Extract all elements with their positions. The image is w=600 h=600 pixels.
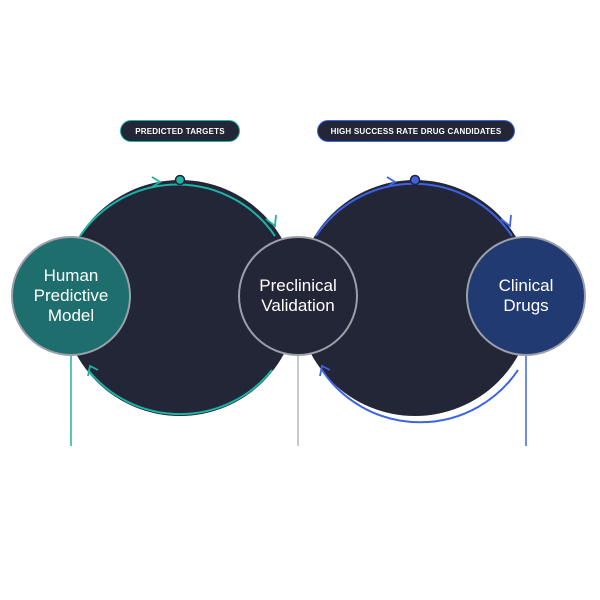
preclinical-validation-node: Preclinical Validation <box>238 236 358 356</box>
left-cycle-arc-bottom <box>87 369 273 416</box>
clinical-drugs-node: Clinical Drugs <box>466 236 586 356</box>
arrow-up-icon <box>319 364 331 377</box>
arrow-down-icon <box>500 214 512 228</box>
right-cycle-arc-bottom <box>321 369 519 424</box>
arrow-down-icon <box>265 214 277 228</box>
dot-icon <box>174 174 186 186</box>
arrow-right-icon <box>386 176 397 188</box>
clinical-drugs-label: Clinical Drugs <box>498 276 554 315</box>
human-predictive-model-node: Human Predictive Model <box>11 236 131 356</box>
preclinical-validation-label: Preclinical Validation <box>259 276 337 315</box>
human-predictive-model-label: Human Predictive Model <box>33 266 109 325</box>
dot-icon <box>409 174 421 186</box>
arrow-right-icon <box>151 176 162 188</box>
arrow-up-icon <box>87 364 99 377</box>
high-success-candidates-label: HIGH SUCCESS RATE DRUG CANDIDATES <box>317 120 515 142</box>
predicted-targets-label: PREDICTED TARGETS <box>120 120 240 142</box>
left-cycle-circle <box>62 180 298 416</box>
right-cycle-circle <box>297 180 533 416</box>
